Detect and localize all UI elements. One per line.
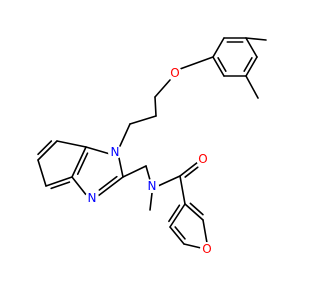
n-methyl-bond <box>149 192 153 211</box>
furan-ring-bond <box>169 226 185 245</box>
aryl-ring-bond <box>245 56 258 77</box>
chain-bond <box>119 123 131 147</box>
chain-bond <box>129 115 157 125</box>
furan-ring-bond <box>169 203 186 228</box>
furan-oxygen: O <box>200 242 214 256</box>
carbonyl-bond <box>179 161 199 177</box>
methyl-bond <box>245 37 267 41</box>
ring-nitrogen-n1-label: N <box>111 145 120 159</box>
imidazole-bond <box>85 146 111 155</box>
ether-oxygen: O <box>168 66 182 80</box>
benzo-ring-bond <box>37 140 58 161</box>
methylene-bond <box>122 165 147 178</box>
furan-ring-double-bond <box>174 226 186 240</box>
aryl-ring-double-bond <box>243 57 253 72</box>
furan-ring-double-bond <box>189 202 204 216</box>
furan-ring-double-bond <box>168 204 181 223</box>
benzo-ring-double-bond <box>76 152 89 175</box>
carbonyl-double-bond <box>184 166 199 178</box>
methylene-bond <box>145 165 151 181</box>
imidazole-bond <box>97 176 124 197</box>
benzo-ring-bond <box>45 176 73 187</box>
imidazole-bond <box>71 176 88 197</box>
imidazole-double-bond <box>98 175 118 191</box>
ether-oxygen-label: O <box>170 66 179 80</box>
amide-nitrogen: N <box>145 179 159 193</box>
carbonyl-oxygen-label: O <box>198 152 207 166</box>
furan-oxygen-label: O <box>202 242 211 256</box>
ring-nitrogen-n3-label: N <box>88 191 97 205</box>
amide-nitrogen-label: N <box>148 179 157 193</box>
benzo-ring-double-bond <box>37 140 53 156</box>
furan-ring-bond <box>202 219 208 244</box>
ether-bond <box>179 56 214 70</box>
imidazole-bond <box>118 157 124 178</box>
bond-layer <box>37 37 267 249</box>
atom-label-layer: O N N N O O <box>85 66 214 256</box>
ring-nitrogen-n3: N <box>85 191 99 205</box>
benzo-ring-bond <box>56 140 87 148</box>
benzo-ring-double-bond <box>50 181 71 190</box>
imidazole-bond <box>71 146 87 178</box>
furan-ring-bond <box>183 243 202 249</box>
ring-nitrogen-n1: N <box>108 145 122 159</box>
methyl-bond <box>245 75 259 99</box>
furan-link-bond <box>179 175 186 205</box>
structure-diagram: O N N N O O <box>37 37 267 256</box>
chain-bond <box>154 96 157 117</box>
carbonyl-oxygen: O <box>196 152 210 166</box>
aryl-ring-bond <box>245 37 258 58</box>
benzo-ring-bond <box>37 159 47 187</box>
aryl-ring-bond <box>212 56 225 77</box>
furan-ring-bond <box>184 203 204 221</box>
aryl-ring-bond <box>212 37 225 58</box>
amide-bond <box>157 175 181 187</box>
aryl-ring-double-bond <box>217 57 227 72</box>
chain-bond <box>154 79 171 98</box>
